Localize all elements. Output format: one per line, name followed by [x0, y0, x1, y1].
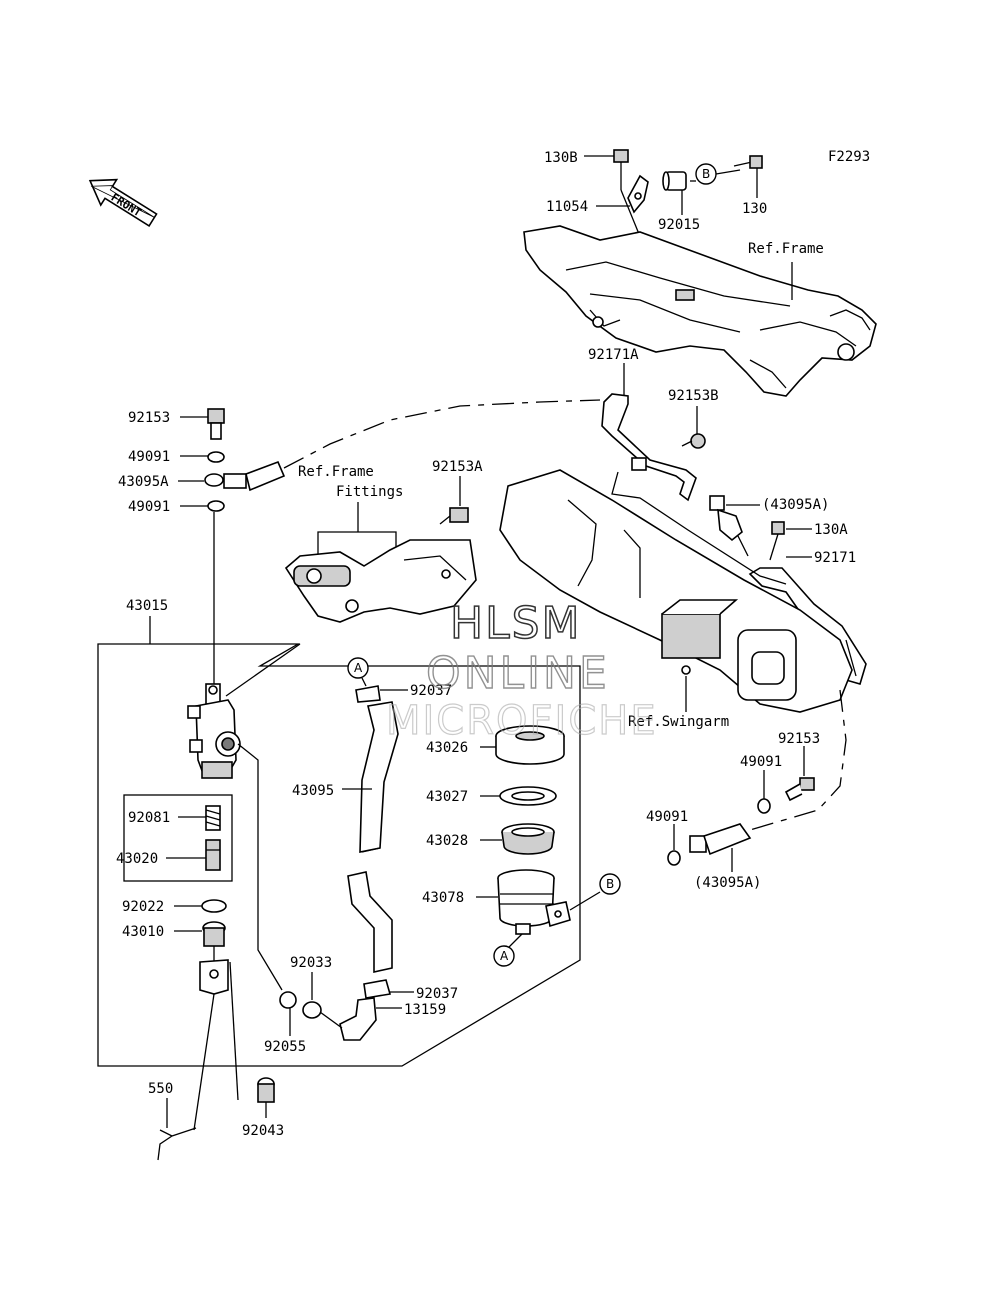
bolt-92153-right-icon	[784, 777, 815, 802]
frame-fitting-bracket-icon	[284, 539, 477, 623]
callout-marker-a-bottom	[493, 945, 515, 967]
part-label-92055: 92055	[264, 1039, 306, 1055]
part-label-49091-right-top: 49091	[740, 754, 782, 770]
part-label-11054: 11054	[546, 199, 588, 215]
swingarm-icon	[499, 469, 853, 713]
master-cylinder-icon	[187, 683, 241, 779]
part-label-43020: 43020	[116, 851, 158, 867]
part-label-13159: 13159	[404, 1002, 446, 1018]
spring-92081-icon	[205, 805, 221, 831]
reservoir-43078-icon	[497, 869, 571, 935]
part-label-550: 550	[148, 1081, 173, 1097]
part-label-92037-bottom: 92037	[416, 986, 458, 1002]
clamp-92037-bottom-icon	[363, 979, 392, 999]
part-label-49091-right-bottom: 49091	[646, 809, 688, 825]
washer-49091-left-top-icon	[207, 451, 225, 463]
washer-49091-left-bottom-icon	[207, 500, 225, 512]
part-label-130B: 130B	[544, 150, 578, 166]
collar-92015-icon	[662, 171, 687, 191]
ref-label-frame-fittings-line1: Ref.Frame	[298, 464, 374, 480]
washer-92022-icon	[201, 899, 227, 913]
part-label-43015: 43015	[126, 598, 168, 614]
plate-43027-icon	[499, 786, 557, 806]
callout-marker-a-bottom-label: A	[500, 949, 509, 963]
watermark-line2: ONLINE	[426, 648, 610, 699]
watermark-line1: HLSM	[450, 598, 582, 649]
part-label-92171: 92171	[814, 550, 856, 566]
part-label-92153A: 92153A	[432, 459, 483, 475]
washer-49091-right-bottom-icon	[667, 850, 681, 866]
pin-92043-icon	[257, 1077, 275, 1103]
part-label-43028: 43028	[426, 833, 468, 849]
watermark-line3: MICROFICHE	[386, 698, 658, 744]
callout-marker-b-top-label: B	[702, 167, 710, 181]
part-label-130: 130	[742, 201, 767, 217]
callout-marker-b-bottom	[599, 873, 621, 895]
part-label-92081: 92081	[128, 810, 170, 826]
callout-marker-a-top-label: A	[354, 661, 363, 675]
part-label-92153-right: 92153	[778, 731, 820, 747]
part-label-43095A-left: 43095A	[118, 474, 169, 490]
part-label-49091-left-bottom: 49091	[128, 499, 170, 515]
o-ring-92055-icon	[279, 991, 297, 1009]
figure-code: F2293	[828, 149, 870, 165]
fitting-43095A-lower-icon	[689, 823, 752, 856]
part-label-49091-left-top: 49091	[128, 449, 170, 465]
part-label-43010: 43010	[122, 924, 164, 940]
part-label-130A: 130A	[814, 522, 848, 538]
piston-kit-box	[123, 794, 233, 882]
frame-icon	[523, 225, 877, 397]
cotter-pin-550-icon	[157, 1127, 197, 1161]
part-label-43026: 43026	[426, 740, 468, 756]
ref-label-swingarm: Ref.Swingarm	[628, 714, 729, 730]
clamp-92037-top-icon	[355, 685, 381, 703]
part-label-92153-left: 92153	[128, 410, 170, 426]
fitting-43095A-left-icon	[204, 460, 286, 492]
part-label-92015: 92015	[658, 217, 700, 233]
part-label-43095A-top-right: (43095A)	[762, 497, 829, 513]
part-label-92171A: 92171A	[588, 347, 639, 363]
part-label-43078: 43078	[422, 890, 464, 906]
callout-marker-b-bottom-label: B	[606, 877, 614, 891]
ref-label-frame: Ref.Frame	[748, 241, 824, 257]
part-label-92033: 92033	[290, 955, 332, 971]
part-label-92043: 92043	[242, 1123, 284, 1139]
part-label-43095: 43095	[292, 783, 334, 799]
washer-49091-right-top-icon	[757, 798, 771, 814]
bracket-11054-icon	[627, 174, 649, 214]
ref-label-frame-fittings-line2: Fittings	[336, 484, 403, 500]
part-label-92037-top: 92037	[410, 683, 452, 699]
callout-marker-a-top	[347, 657, 369, 679]
part-label-92153B: 92153B	[668, 388, 719, 404]
front-arrow-icon: FRONT	[88, 178, 158, 227]
elbow-13159-icon	[339, 997, 377, 1041]
cap-43026-icon	[495, 725, 565, 765]
bracket-92171A-icon	[601, 393, 697, 502]
part-label-43027: 43027	[426, 789, 468, 805]
bolt-92153-left-icon	[207, 408, 225, 440]
piston-43020-icon	[205, 839, 221, 871]
clip-92033-icon	[302, 1001, 343, 1029]
part-label-92022: 92022	[122, 899, 164, 915]
fitting-43095A-upper-icon	[709, 495, 749, 557]
bolt-130-icon	[733, 155, 763, 169]
push-rod-43010-icon	[199, 921, 229, 995]
hose-43095-icon	[347, 701, 399, 973]
bolt-130A-icon	[769, 521, 785, 561]
diaphragm-43028-icon	[501, 823, 555, 855]
bolt-92153A-icon	[439, 507, 469, 525]
bolt-92153B-icon	[681, 433, 706, 449]
part-label-43095A-bottom-right: (43095A)	[694, 875, 761, 891]
